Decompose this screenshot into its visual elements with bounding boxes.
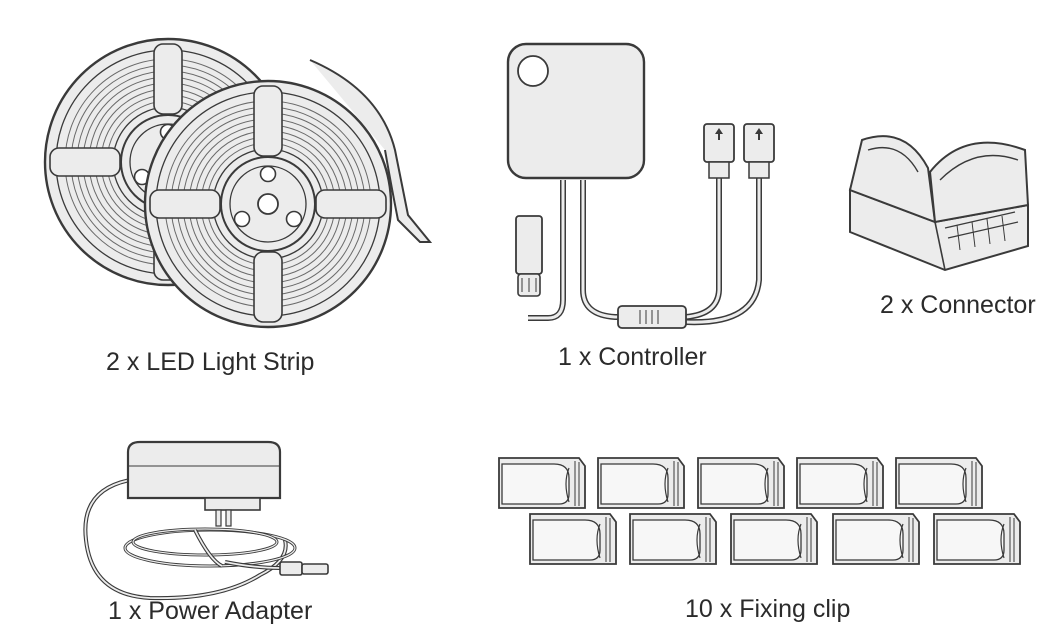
- connector-caption: 2 x Connector: [880, 291, 1036, 319]
- led-strip-reel-icon: [43, 37, 433, 329]
- led-strip-caption: 2 x LED Light Strip: [106, 348, 315, 376]
- controller-box-icon: [506, 42, 775, 329]
- fixing-clip-icon: [498, 457, 1021, 565]
- power-adapter-icon: [83, 440, 329, 601]
- fixing-clip-caption: 10 x Fixing clip: [685, 595, 851, 623]
- power-adapter-caption: 1 x Power Adapter: [108, 597, 313, 625]
- connector-clip-icon: [848, 135, 1030, 272]
- controller-caption: 1 x Controller: [558, 343, 707, 371]
